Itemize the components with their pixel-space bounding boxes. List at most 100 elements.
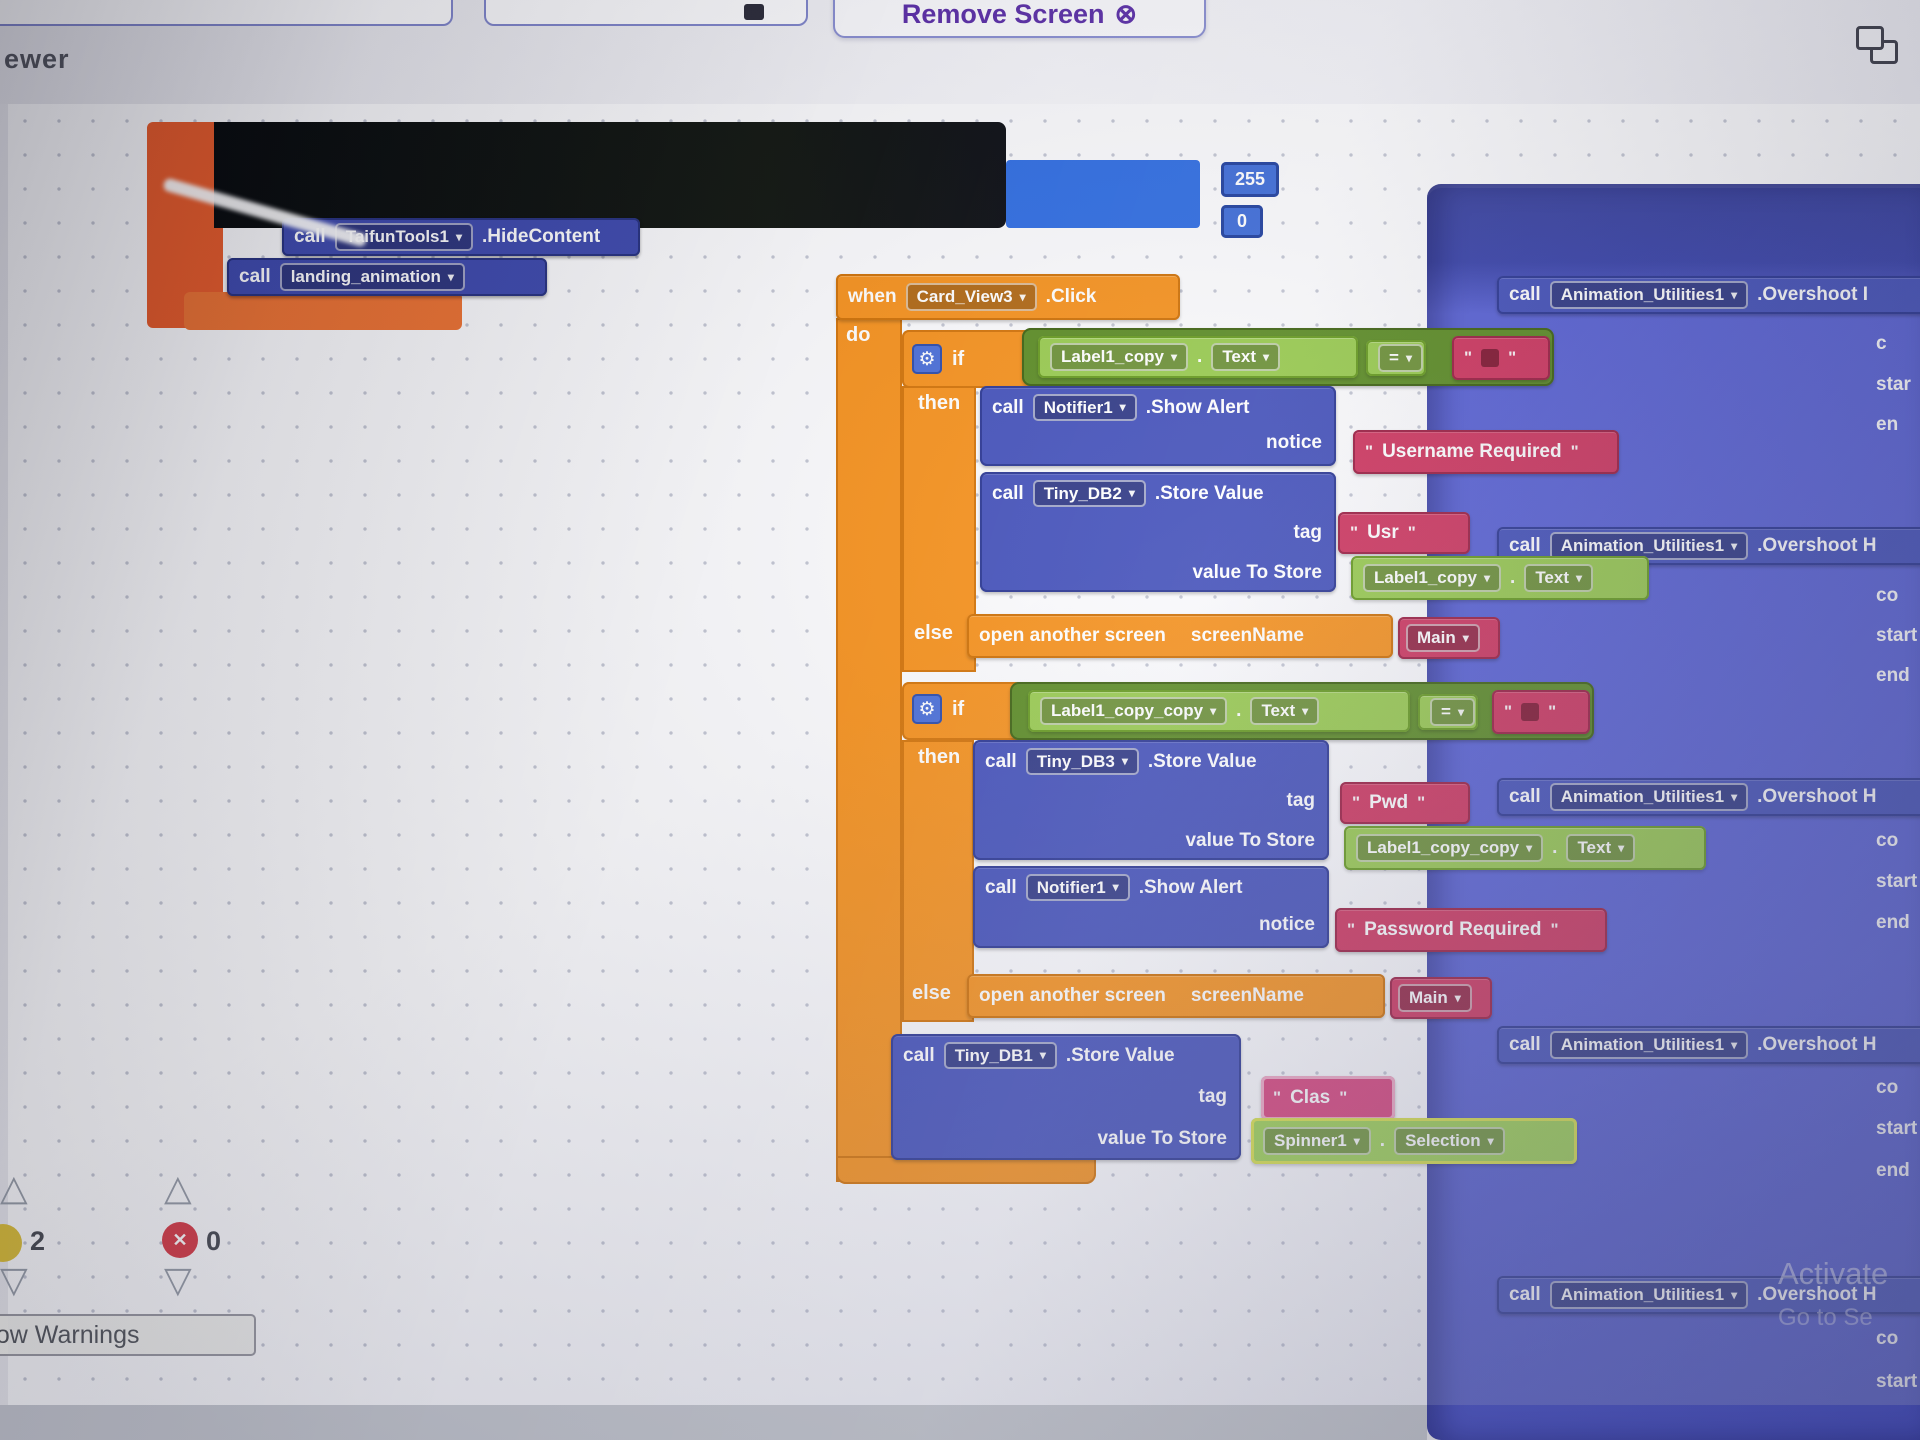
mutator-gear-icon[interactable]: ⚙ xyxy=(912,694,942,724)
top-tab-left[interactable] xyxy=(0,0,453,26)
remove-screen-button[interactable]: Remove Screen ⊗ xyxy=(833,0,1206,38)
number-block-0[interactable]: 0 xyxy=(1221,205,1263,238)
layers-icon[interactable] xyxy=(1856,26,1898,64)
component-dropdown[interactable]: Animation_Utilities1▾ xyxy=(1549,281,1749,309)
dropdown-caret-icon: ▾ xyxy=(1019,289,1026,304)
getter-block-label1-copy-copy-text-2[interactable]: Label1_copy_copy▾ . Text▾ xyxy=(1344,826,1706,870)
dropdown-caret-icon: ▾ xyxy=(1487,1133,1494,1148)
getter-block-label1-copy-text[interactable]: Label1_copy▾ . Text▾ xyxy=(1038,336,1358,378)
when-block-bottom[interactable] xyxy=(836,1156,1096,1184)
property-dropdown[interactable]: Text▾ xyxy=(1566,834,1636,862)
call-block-animation-1[interactable]: call Animation_Utilities1▾ .Overshoot I xyxy=(1497,276,1920,314)
quote-mark: " xyxy=(1350,523,1359,542)
dropdown-value: Text xyxy=(1577,838,1612,858)
procedure-dropdown[interactable]: landing_animation▾ xyxy=(279,263,465,291)
param-label-tag: tag xyxy=(1286,790,1316,811)
screen-name-block-main-2[interactable]: Main▾ xyxy=(1390,977,1492,1019)
open-screen-block-1[interactable]: open another screen screenName xyxy=(967,614,1393,658)
dropdown-caret-icon: ▾ xyxy=(1353,1133,1360,1148)
collapse-errors-down-icon[interactable]: ▽ xyxy=(164,1259,192,1300)
top-tab-middle[interactable] xyxy=(484,0,808,26)
operator-dropdown[interactable]: =▾ xyxy=(1430,698,1475,726)
empty-string-block-2[interactable]: " " xyxy=(1492,690,1590,734)
equals-operator-block-1[interactable]: =▾ xyxy=(1366,340,1426,376)
string-block-username-required[interactable]: " Username Required " xyxy=(1353,430,1619,474)
getter-block-label1-copy-copy-text[interactable]: Label1_copy_copy▾ . Text▾ xyxy=(1028,690,1410,732)
property-dot: . xyxy=(1197,346,1203,367)
number-block-255[interactable]: 255 xyxy=(1221,162,1279,197)
call-block-tinydb3-storevalue[interactable]: call Tiny_DB3▾ .Store Value tag value To… xyxy=(973,740,1329,860)
component-dropdown[interactable]: Notifier1▾ xyxy=(1032,394,1137,422)
call-block-animation-5[interactable]: call Animation_Utilities1▾ .Overshoot H xyxy=(1497,1276,1920,1314)
method-label: .Store Value xyxy=(1147,750,1257,772)
show-warnings-button[interactable]: how Warnings xyxy=(0,1314,256,1356)
param-label-notice: notice xyxy=(1266,432,1322,453)
screen-dropdown[interactable]: Main▾ xyxy=(1406,624,1480,652)
component-dropdown[interactable]: TaifunTools1▾ xyxy=(334,223,473,251)
empty-string-block-1[interactable]: " " xyxy=(1452,336,1550,380)
component-dropdown[interactable]: Label1_copy▾ xyxy=(1050,343,1189,371)
component-dropdown[interactable]: Tiny_DB2▾ xyxy=(1032,480,1146,508)
quote-mark: " xyxy=(1347,920,1356,939)
collapse-warnings-down-icon[interactable]: ▽ xyxy=(0,1259,28,1300)
equals-operator-block-2[interactable]: =▾ xyxy=(1418,694,1478,730)
string-block-usr[interactable]: " Usr " xyxy=(1338,512,1470,554)
component-dropdown[interactable]: Tiny_DB1▾ xyxy=(943,1042,1057,1070)
component-dropdown[interactable]: Animation_Utilities1▾ xyxy=(1549,1281,1749,1309)
call-block-animation-3[interactable]: call Animation_Utilities1▾ .Overshoot H xyxy=(1497,778,1920,816)
property-dropdown[interactable]: Selection▾ xyxy=(1394,1127,1505,1155)
call-block-notifier-showalert-1[interactable]: call Notifier1▾ .Show Alert notice xyxy=(980,386,1336,466)
if-block-2-spine[interactable] xyxy=(902,740,974,1022)
dropdown-value: Animation_Utilities1 xyxy=(1560,1285,1725,1305)
dropdown-value: Text xyxy=(1535,568,1570,588)
operator-dropdown[interactable]: =▾ xyxy=(1378,344,1423,372)
partial-orange-block-2[interactable] xyxy=(184,292,462,330)
call-block-tinydb1-storevalue[interactable]: call Tiny_DB1▾ .Store Value tag value To… xyxy=(891,1034,1241,1160)
string-socket xyxy=(1481,349,1500,367)
dropdown-caret-icon: ▾ xyxy=(447,269,454,284)
method-label: .Show Alert xyxy=(1138,876,1243,898)
getter-block-label1-copy-text-2[interactable]: Label1_copy▾ . Text▾ xyxy=(1351,556,1649,600)
call-block-tinydb2-storevalue[interactable]: call Tiny_DB2▾ .Store Value tag value To… xyxy=(980,472,1336,592)
method-label: .Show Alert xyxy=(1145,396,1250,418)
tab-menu-icon[interactable] xyxy=(744,4,764,20)
screen-name-block-main-1[interactable]: Main▾ xyxy=(1398,617,1500,659)
open-screen-block-2[interactable]: open another screen screenName xyxy=(967,974,1385,1018)
partial-blue-block[interactable] xyxy=(1006,160,1200,228)
component-dropdown[interactable]: Card_View3▾ xyxy=(905,283,1037,311)
activate-windows-watermark: Activate xyxy=(1778,1256,1889,1291)
component-dropdown[interactable]: Animation_Utilities1▾ xyxy=(1549,783,1749,811)
when-event-block-header[interactable]: when Card_View3▾ .Click xyxy=(836,274,1180,320)
collapse-warnings-up-icon[interactable]: △ xyxy=(0,1167,28,1208)
call-block-landing-animation[interactable]: call landing_animation▾ xyxy=(227,258,547,296)
property-dropdown[interactable]: Text▾ xyxy=(1524,564,1594,592)
string-block-pwd[interactable]: " Pwd " xyxy=(1340,782,1470,824)
screen-dropdown[interactable]: Main▾ xyxy=(1398,984,1472,1012)
component-dropdown[interactable]: Tiny_DB3▾ xyxy=(1025,748,1139,776)
call-block-animation-4[interactable]: call Animation_Utilities1▾ .Overshoot H xyxy=(1497,1026,1920,1064)
quote-mark: " xyxy=(1417,793,1426,812)
dropdown-value: Tiny_DB3 xyxy=(1036,752,1115,771)
component-dropdown[interactable]: Animation_Utilities1▾ xyxy=(1549,532,1749,560)
string-block-clas[interactable]: " Clas " xyxy=(1261,1076,1395,1120)
dropdown-value: Animation_Utilities1 xyxy=(1560,285,1725,305)
component-dropdown[interactable]: Spinner1▾ xyxy=(1263,1127,1371,1155)
error-icon: ✕ xyxy=(162,1222,198,1258)
component-dropdown[interactable]: Label1_copy_copy▾ xyxy=(1356,834,1544,862)
component-dropdown[interactable]: Notifier1▾ xyxy=(1025,874,1130,902)
property-dropdown[interactable]: Text▾ xyxy=(1211,343,1281,371)
property-dropdown[interactable]: Text▾ xyxy=(1250,697,1320,725)
component-dropdown[interactable]: Animation_Utilities1▾ xyxy=(1549,1031,1749,1059)
string-block-password-required[interactable]: " Password Required " xyxy=(1335,908,1607,952)
arg-label: co xyxy=(1876,585,1899,606)
if-block-1-spine[interactable] xyxy=(902,386,976,672)
dropdown-caret-icon: ▾ xyxy=(1462,630,1469,645)
getter-block-spinner1-selection[interactable]: Spinner1▾ . Selection▾ xyxy=(1251,1118,1577,1164)
dropdown-value: Tiny_DB1 xyxy=(954,1046,1033,1065)
component-dropdown[interactable]: Label1_copy▾ xyxy=(1363,564,1502,592)
call-block-notifier-showalert-2[interactable]: call Notifier1▾ .Show Alert notice xyxy=(973,866,1329,948)
component-dropdown[interactable]: Label1_copy_copy▾ xyxy=(1040,697,1228,725)
mutator-gear-icon[interactable]: ⚙ xyxy=(912,344,942,374)
collapse-errors-up-icon[interactable]: △ xyxy=(164,1167,192,1208)
param-label-value-to-store: value To Store xyxy=(1185,830,1315,851)
